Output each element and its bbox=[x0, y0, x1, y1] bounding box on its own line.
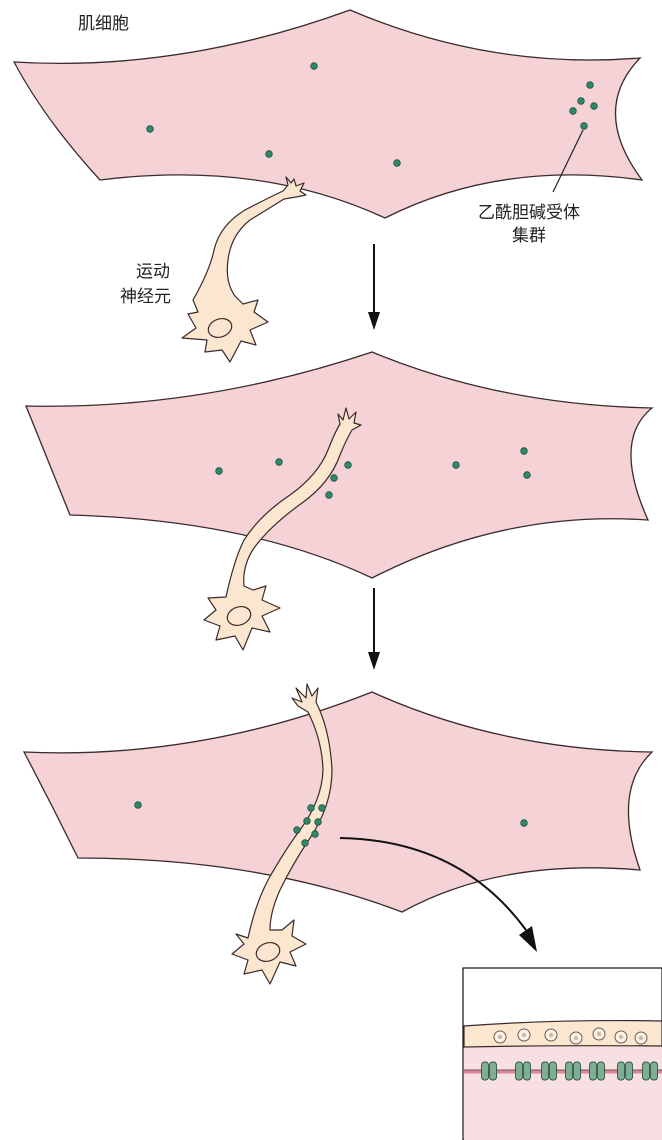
panel-2 bbox=[26, 352, 652, 650]
receptor-dot bbox=[216, 468, 223, 475]
vesicle-content bbox=[597, 1032, 601, 1036]
receptor-dot bbox=[135, 802, 142, 809]
receptor-dot bbox=[294, 827, 301, 834]
receptor-dot bbox=[521, 448, 528, 455]
down-arrow-1 bbox=[368, 244, 380, 330]
receptor-dot bbox=[521, 820, 528, 827]
receptor-dot bbox=[302, 840, 309, 847]
receptor-dot bbox=[345, 462, 352, 469]
receptor-dot bbox=[266, 151, 273, 158]
muscle-cell-3 bbox=[24, 692, 652, 912]
receptor-dot bbox=[308, 805, 315, 812]
panel-3 bbox=[24, 684, 652, 984]
receptor-dot bbox=[578, 98, 585, 105]
receptor-dot bbox=[331, 475, 338, 482]
label-motor-neuron-line2: 神经元 bbox=[120, 287, 171, 307]
inset-muscle-region bbox=[464, 1040, 662, 1140]
label-motor-neuron-line1: 运动 bbox=[136, 262, 170, 282]
receptor-dot bbox=[587, 82, 594, 89]
receptor-dot bbox=[312, 831, 319, 838]
receptor-dot bbox=[147, 126, 154, 133]
vesicle-content bbox=[574, 1036, 578, 1040]
receptor-dot bbox=[326, 492, 333, 499]
panel-1 bbox=[14, 10, 642, 362]
vesicle-content bbox=[498, 1035, 502, 1039]
label-achr-cluster-line1: 乙酰胆碱受体 bbox=[478, 203, 580, 223]
muscle-cell-2 bbox=[26, 352, 652, 578]
receptor-dot bbox=[581, 123, 588, 130]
motor-neuron-1 bbox=[182, 177, 306, 362]
receptor-dot bbox=[319, 805, 326, 812]
receptor-dot bbox=[394, 160, 401, 167]
receptor-dot bbox=[304, 818, 311, 825]
inset-nerve-terminal bbox=[464, 1021, 662, 1047]
receptor-dot bbox=[524, 472, 531, 479]
muscle-cell-1 bbox=[14, 10, 642, 218]
receptor-dot bbox=[315, 819, 322, 826]
receptor-dot bbox=[311, 63, 318, 70]
receptor-dot bbox=[570, 108, 577, 115]
receptor-dot bbox=[453, 462, 460, 469]
vesicle-content bbox=[639, 1036, 643, 1040]
label-muscle-cell: 肌细胞 bbox=[78, 14, 129, 34]
synapse-inset bbox=[463, 968, 662, 1140]
vesicle-content bbox=[522, 1033, 526, 1037]
receptor-dot bbox=[276, 459, 283, 466]
vesicle-content bbox=[619, 1035, 623, 1039]
label-achr-cluster-line2: 集群 bbox=[512, 226, 546, 246]
receptor-dot bbox=[591, 103, 598, 110]
vesicle-content bbox=[549, 1033, 553, 1037]
down-arrow-2 bbox=[368, 588, 380, 670]
